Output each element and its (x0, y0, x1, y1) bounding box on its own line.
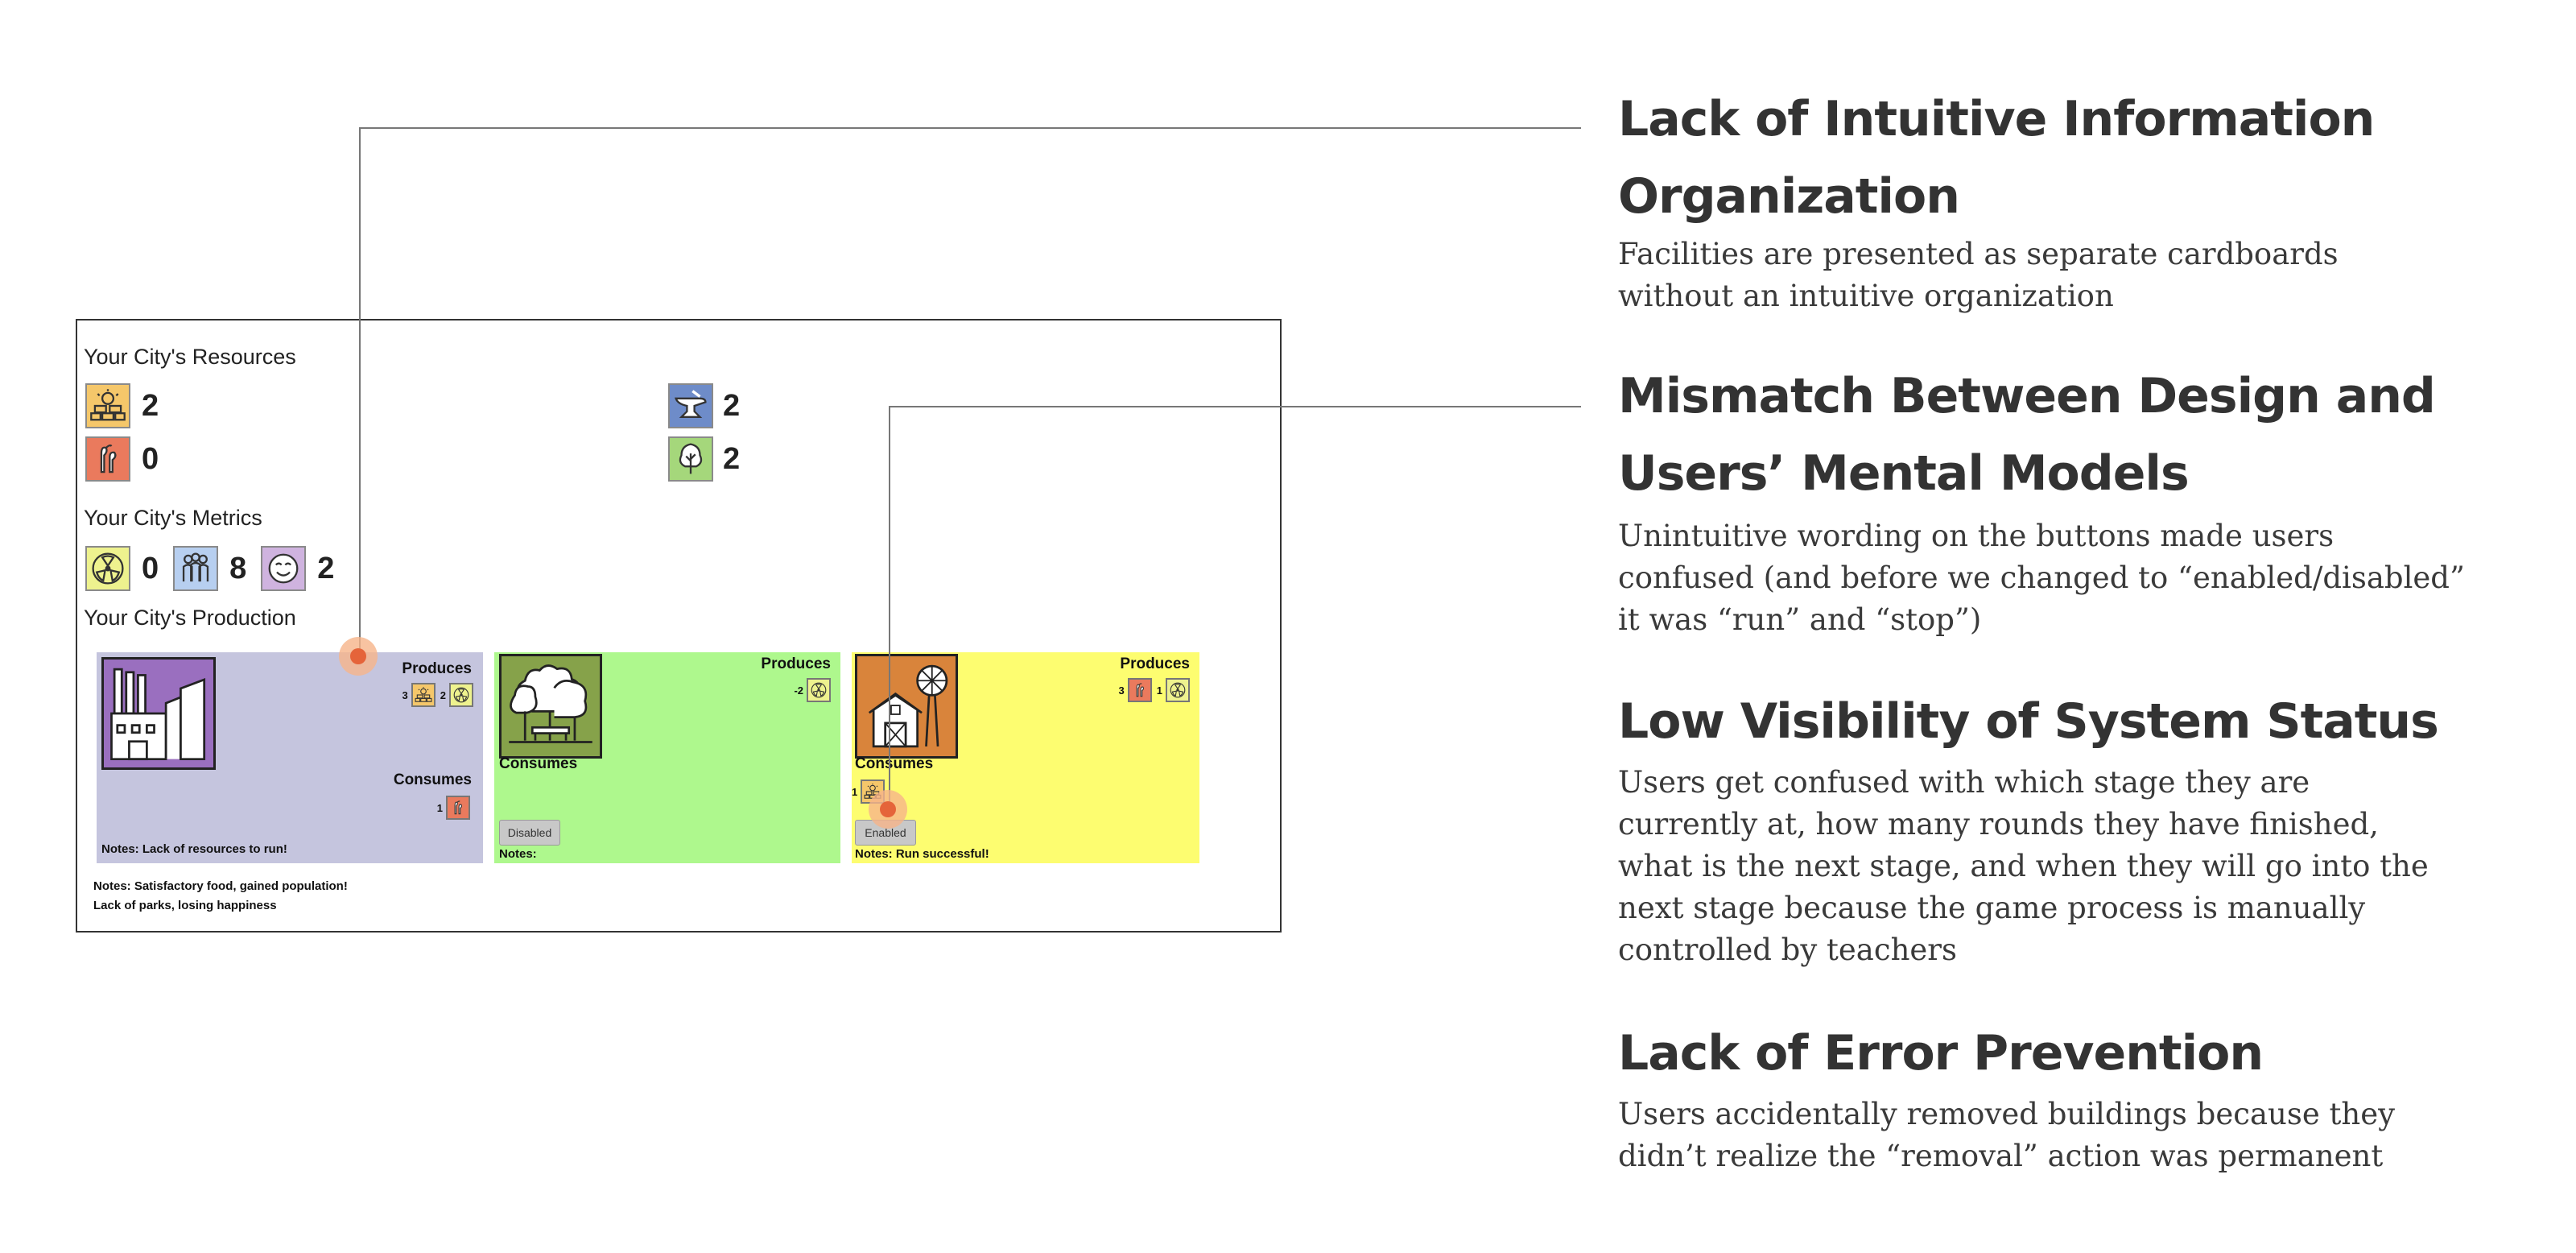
factory-building-icon (101, 657, 216, 770)
resource-anvil-value: 2 (723, 388, 741, 423)
finding-1-heading-line-2: Organization (1618, 168, 1960, 225)
production-title: Your City's Production (84, 606, 296, 630)
finding-3-desc-line-5: controlled by teachers (1618, 933, 1957, 967)
finding-1-desc-line-2: without an intuitive organization (1618, 279, 2114, 313)
finding-3-description: Users get confused with which stage they… (1618, 762, 2504, 971)
finding-3-desc-line-2: currently at, how many rounds they have … (1618, 807, 2379, 842)
factory-produces-pollution-count: 2 (440, 689, 446, 701)
metrics-row: 0 8 2 (85, 546, 334, 591)
finding-1-desc-line-1: Facilities are presented as separate car… (1618, 237, 2339, 271)
farm-consumes-gold-count: 1 (852, 785, 858, 798)
park-produces-label: Produces (761, 655, 831, 672)
resource-gold: 2 (85, 383, 159, 428)
finding-2-desc-line-2: confused (and before we changed to “enab… (1618, 560, 2465, 595)
factory-consumes-label: Consumes (393, 771, 472, 788)
hotspot-2-core (880, 801, 896, 817)
pollution-icon (449, 683, 473, 707)
finding-1-description: Facilities are presented as separate car… (1618, 234, 2504, 317)
callout-line-2-vertical (889, 406, 890, 810)
pollution-icon (1166, 678, 1190, 702)
pollution-icon (807, 678, 831, 702)
park-consumes-label: Consumes (499, 755, 578, 772)
finding-4-desc-line-2: didn’t realize the “removal” action was … (1618, 1139, 2384, 1173)
farm-notes: Notes: Run successful! (855, 847, 989, 861)
farm-building-icon (855, 654, 958, 759)
callout-line-1-horizontal (359, 127, 1581, 129)
finding-2-desc-line-1: Unintuitive wording on the buttons made … (1618, 519, 2334, 553)
pollution-icon (85, 546, 130, 591)
park-disabled-button[interactable]: Disabled (499, 820, 560, 846)
finding-4-desc-line-1: Users accidentally removed buildings bec… (1618, 1097, 2395, 1131)
metric-happiness-value: 2 (317, 551, 335, 585)
callout-line-1-vertical (359, 127, 361, 655)
farm-produces-label: Produces (1120, 655, 1190, 672)
callout-line-2-horizontal (889, 406, 1581, 407)
farm-produces-list: 3 1 (1119, 678, 1190, 702)
factory-card[interactable]: Produces 3 2 Consumes 1 Notes: Lack of r… (97, 652, 483, 863)
finding-4-description: Users accidentally removed buildings bec… (1618, 1094, 2504, 1177)
factory-produces-label: Produces (402, 660, 472, 677)
metric-population-value: 8 (229, 551, 247, 585)
farm-produces-food-count: 3 (1118, 684, 1125, 697)
food-icon (446, 796, 470, 820)
resource-tree-value: 2 (723, 441, 741, 476)
finding-3-heading-line-1: Low Visibility of System Status (1618, 693, 2439, 750)
factory-consumes-list: 1 (437, 796, 470, 820)
finding-2-desc-line-3: it was “run” and “stop”) (1618, 602, 1982, 637)
population-icon (173, 546, 219, 591)
finding-3-heading: Low Visibility of System Status (1618, 683, 2439, 760)
resource-food-value: 0 (142, 441, 159, 476)
finding-3-desc-line-3: what is the next stage, and when they wi… (1618, 849, 2429, 883)
finding-4-heading: Lack of Error Prevention (1618, 1015, 2264, 1092)
footer-note-2: Lack of parks, losing happiness (93, 899, 277, 912)
resource-anvil: 2 (668, 383, 740, 428)
metric-pollution-value: 0 (142, 551, 159, 585)
farm-produces-pollution-count: 1 (1156, 684, 1162, 697)
factory-notes: Notes: Lack of resources to run! (101, 842, 287, 856)
park-produces-list: -2 (794, 678, 831, 702)
anvil-icon (668, 383, 713, 428)
tree-icon (668, 436, 713, 482)
footer-note-1: Notes: Satisfactory food, gained populat… (93, 879, 348, 893)
factory-produces-gold-count: 3 (402, 689, 408, 701)
finding-4-heading-line-1: Lack of Error Prevention (1618, 1025, 2264, 1081)
farm-consumes-label: Consumes (855, 755, 934, 772)
finding-2-heading-line-2: Users’ Mental Models (1618, 445, 2190, 502)
factory-produces-list: 3 2 (402, 683, 473, 707)
finding-2-heading: Mismatch Between Design and Users’ Menta… (1618, 358, 2436, 512)
resource-tree: 2 (668, 436, 740, 482)
park-card[interactable]: Produces -2 Consumes Disabled Notes: (494, 652, 840, 863)
finding-2-description: Unintuitive wording on the buttons made … (1618, 515, 2504, 641)
happiness-icon (261, 546, 307, 591)
metrics-title: Your City's Metrics (84, 506, 262, 530)
resource-gold-value: 2 (142, 388, 159, 423)
resource-food: 0 (85, 436, 159, 482)
farm-card[interactable]: Produces 3 1 Consumes 1 Enabled Notes: R… (852, 652, 1199, 863)
resources-title: Your City's Resources (84, 345, 296, 369)
finding-1-heading: Lack of Intuitive Information Organizati… (1618, 81, 2375, 235)
park-notes: Notes: (499, 847, 537, 861)
finding-2-heading-line-1: Mismatch Between Design and (1618, 368, 2436, 424)
gold-coins-icon (411, 683, 436, 707)
finding-3-desc-line-4: next stage because the game process is m… (1618, 891, 2366, 925)
hotspot-1-core (350, 648, 366, 664)
gold-coins-icon (85, 383, 130, 428)
food-icon (1127, 678, 1152, 702)
park-building-icon (499, 654, 602, 759)
finding-3-desc-line-1: Users get confused with which stage they… (1618, 765, 2310, 800)
factory-consumes-food-count: 1 (436, 801, 443, 814)
park-produces-pollution-count: -2 (794, 684, 803, 697)
food-icon (85, 436, 130, 482)
city-game-panel: Your City's Resources 2 0 2 2 Your City'… (76, 319, 1282, 933)
finding-1-heading-line-1: Lack of Intuitive Information (1618, 91, 2375, 147)
